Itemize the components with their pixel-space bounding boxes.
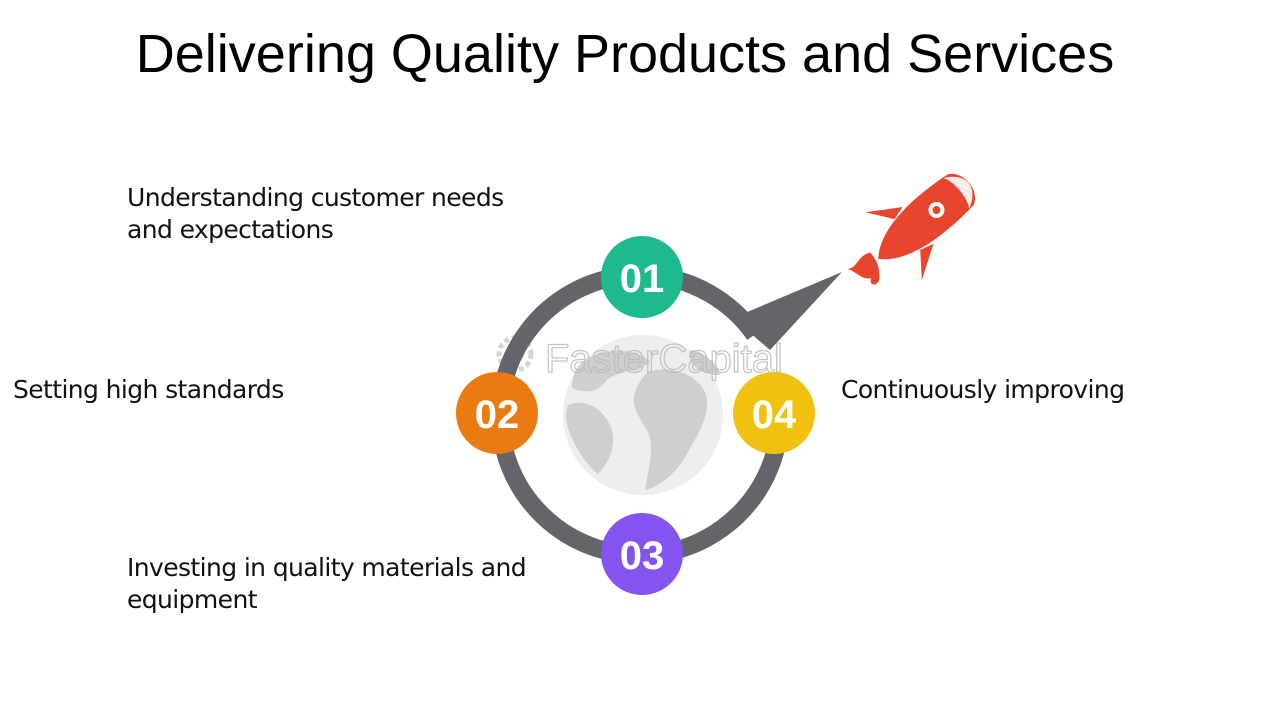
- watermark-text: FasterCapital: [545, 337, 783, 381]
- rocket-icon: [847, 173, 975, 285]
- step-3-badge: 03: [601, 513, 683, 595]
- step-2-badge: 02: [456, 372, 538, 454]
- step-4-number: 04: [752, 393, 797, 437]
- step-1-text: Understanding customer needs and expecta…: [127, 183, 504, 244]
- step-3-text: Investing in quality materials and equip…: [127, 553, 527, 614]
- step-2-number: 02: [475, 393, 520, 437]
- step-4-badge: 04: [733, 372, 815, 454]
- step-4-text: Continuously improving: [841, 375, 1125, 404]
- step-2-text: Setting high standards: [13, 375, 284, 404]
- step-3-number: 03: [620, 534, 665, 578]
- globe-icon: [563, 335, 723, 495]
- step-1-number: 01: [620, 257, 665, 301]
- watermark: FasterCapital: [496, 335, 783, 382]
- step-1-badge: 01: [601, 236, 683, 318]
- page-title: Delivering Quality Products and Services: [135, 24, 1115, 84]
